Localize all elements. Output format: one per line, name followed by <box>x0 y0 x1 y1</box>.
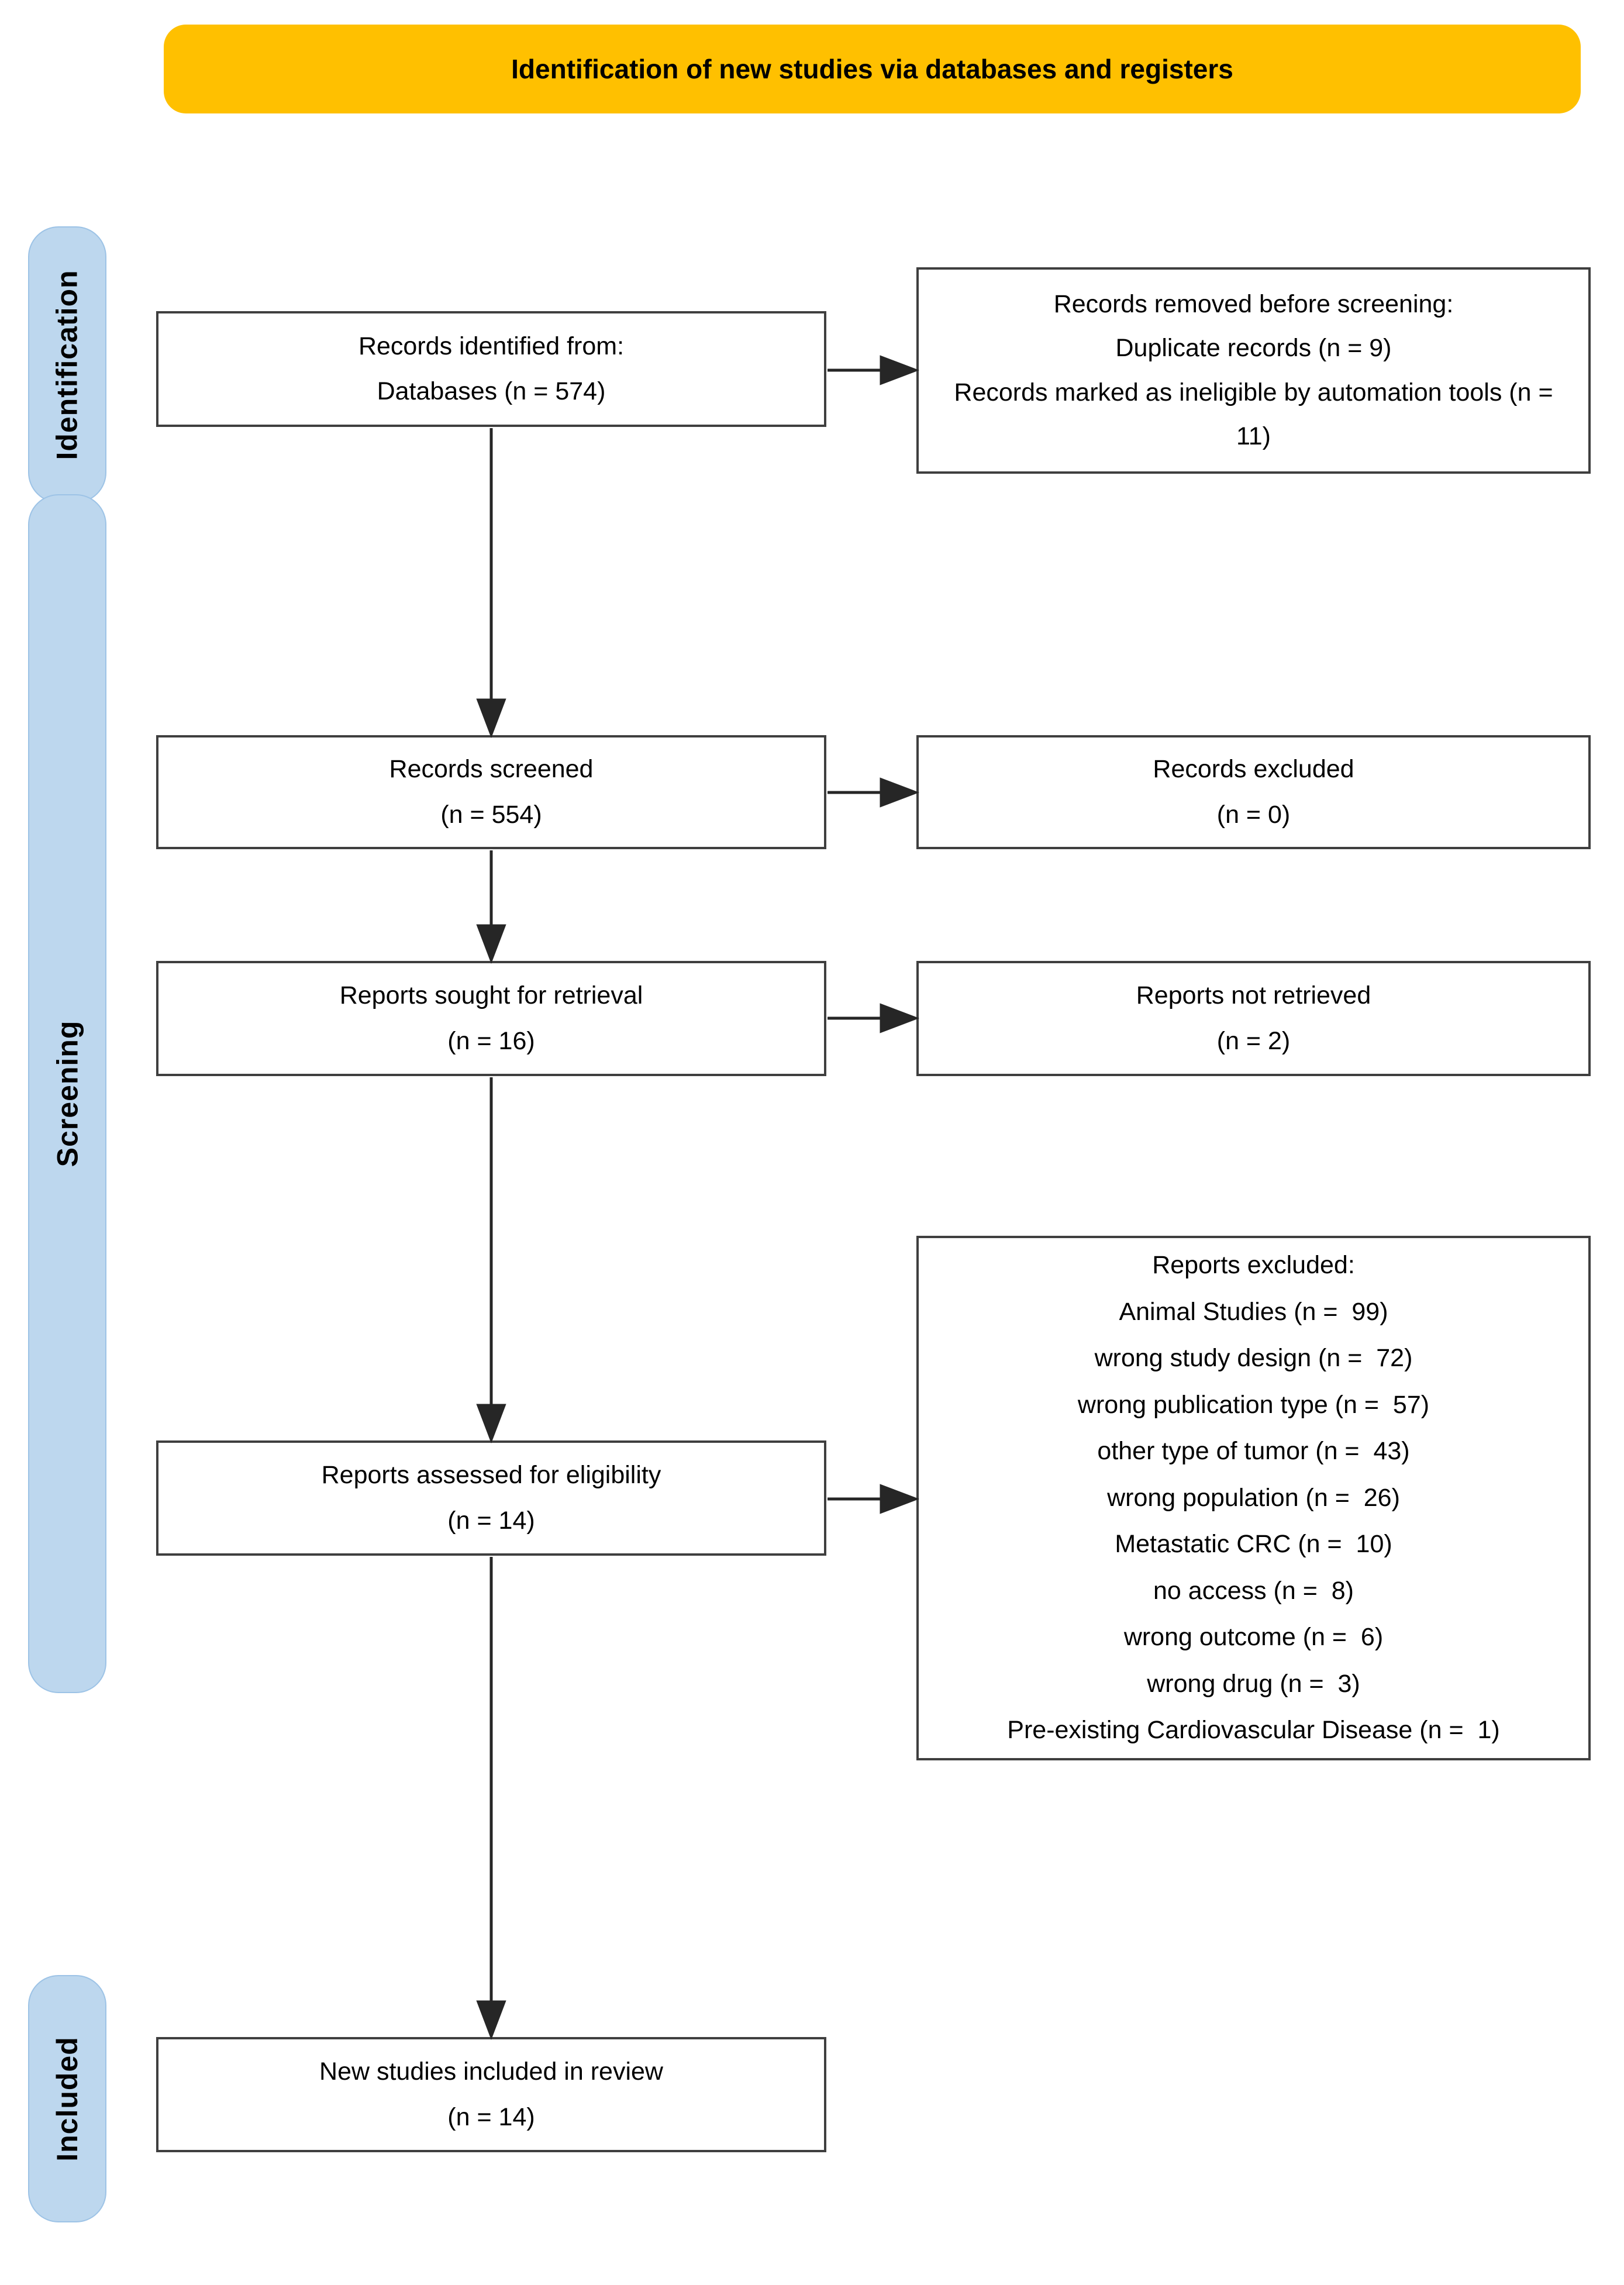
box-line: wrong publication type (n = 57) <box>1077 1390 1430 1419</box>
box-line: Databases (n = 574) <box>377 377 606 405</box>
arrow-identified-to-removed <box>827 355 920 385</box>
box-line: (n = 16) <box>447 1026 535 1055</box>
box-reports-sought: Reports sought for retrieval (n = 16) <box>156 961 826 1076</box>
stage-label-included: Included <box>51 2036 84 2162</box>
arrow-screened-to-sought <box>476 850 506 964</box>
box-line: Metastatic CRC (n = 10) <box>1115 1530 1392 1559</box>
box-line: Duplicate records (n = 9) <box>1115 334 1392 363</box>
arrow-screened-to-excluded <box>827 777 920 808</box>
box-line: New studies included in review <box>319 2057 663 2086</box>
box-records-screened: Records screened (n = 554) <box>156 735 826 849</box>
box-reports-assessed: Reports assessed for eligibility (n = 14) <box>156 1440 826 1556</box>
box-line: Animal Studies (n = 99) <box>1119 1297 1388 1326</box>
box-line: Reports assessed for eligibility <box>321 1461 661 1490</box>
arrow-sought-to-assessed <box>476 1077 506 1444</box>
box-new-studies: New studies included in review (n = 14) <box>156 2037 826 2152</box>
box-line: Records identified from: <box>358 332 625 360</box>
box-line: Reports excluded: <box>1152 1251 1355 1279</box>
box-records-identified: Records identified from: Databases (n = 5… <box>156 311 826 427</box>
box-line: wrong population (n = 26) <box>1107 1483 1400 1512</box>
stage-label-identification: Identification <box>51 269 84 460</box>
box-line: Records screened <box>389 755 594 784</box>
box-line: Reports not retrieved <box>1136 981 1371 1010</box>
box-line: no access (n = 8) <box>1153 1576 1354 1605</box>
box-line: (n = 14) <box>447 1506 535 1535</box>
stage-bar-screening: Screening <box>28 494 106 1693</box>
box-line: Pre-existing Cardiovascular Disease (n =… <box>1007 1716 1500 1745</box>
stage-bar-included: Included <box>28 1975 106 2222</box>
box-line: Records excluded <box>1153 755 1354 784</box>
box-line: (n = 2) <box>1216 1026 1291 1055</box>
box-line: (n = 554) <box>440 800 542 829</box>
box-line: Reports sought for retrieval <box>339 981 643 1010</box>
box-records-excluded: Records excluded (n = 0) <box>916 735 1591 849</box>
box-line: wrong outcome (n = 6) <box>1123 1623 1384 1652</box>
box-reports-not-retrieved: Reports not retrieved (n = 2) <box>916 961 1591 1076</box>
box-records-removed: Records removed before screening: Duplica… <box>916 267 1591 474</box>
box-line: (n = 14) <box>447 2103 535 2131</box>
box-line: Records marked as ineligible by automati… <box>954 378 1560 450</box>
arrow-identified-to-screened <box>476 428 506 739</box>
arrow-assessed-to-included <box>476 1557 506 2041</box>
banner-title: Identification of new studies via databa… <box>164 25 1581 113</box>
box-line: wrong drug (n = 3) <box>1147 1669 1360 1698</box>
arrow-sought-to-not-retrieved <box>827 1003 920 1033</box>
box-line: Records removed before screening: <box>1053 290 1454 318</box>
stage-label-screening: Screening <box>51 1020 84 1167</box>
stage-bar-identification: Identification <box>28 226 106 503</box>
box-line: (n = 0) <box>1216 800 1291 829</box>
box-line: wrong study design (n = 72) <box>1094 1344 1413 1373</box>
box-reports-excluded: Reports excluded: Animal Studies (n = 99)… <box>916 1236 1591 1760</box>
box-line: other type of tumor (n = 43) <box>1097 1437 1410 1466</box>
arrow-assessed-to-reports-excluded <box>827 1484 920 1514</box>
banner-title-text: Identification of new studies via databa… <box>511 54 1233 84</box>
